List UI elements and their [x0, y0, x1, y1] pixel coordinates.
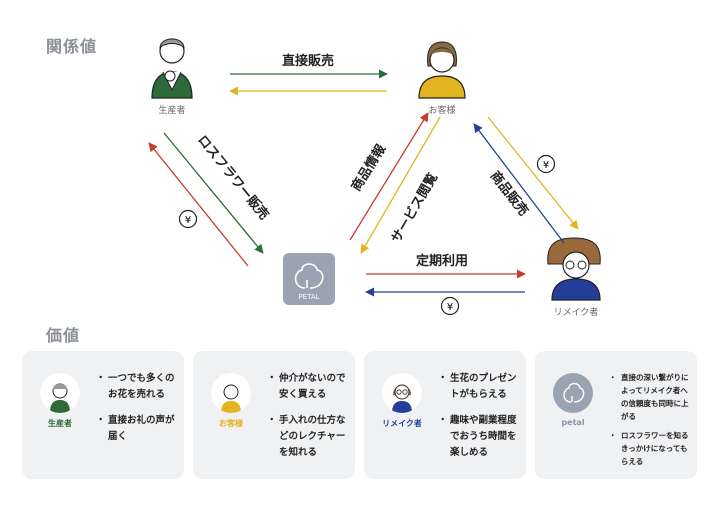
value-card-name: お客様	[193, 418, 269, 429]
remaker-avatar-small	[382, 373, 422, 413]
product-sales-arrow	[474, 124, 564, 243]
subscription-label: 定期利用	[415, 253, 468, 269]
producer-label: 生産者	[158, 104, 185, 116]
relationship-diagram: 生産者 お客様 リメイク者 PETAL 直接販売 定期利用 ロスフラワー販売 商…	[0, 0, 720, 350]
value-card-name: petal	[535, 418, 611, 427]
customer-avatar	[419, 42, 465, 98]
value-point: 一つでも多くのお花を売れる	[98, 371, 178, 403]
yen-symbol: ¥	[543, 160, 549, 171]
value-card-remaker: リメイク者 生花のプレゼントがもらえる 趣味や副業程度でおうち時間を楽しめる	[364, 351, 526, 479]
value-card-producer: 生産者 一つでも多くのお花を売れる 直接お礼の声が届く	[22, 351, 184, 479]
remaker-avatar	[548, 238, 601, 300]
value-point: 生花のプレゼントがもらえる	[440, 371, 520, 403]
value-card-customer: お客様 仲介がないので安く買える 手入れの仕方などのレクチャーを知れる	[193, 351, 355, 479]
yen-badge: ¥	[538, 156, 555, 173]
value-card-petal: petal 直接の深い繋がりによってリメイク者への信頼度も同時に上がる ロスフラ…	[535, 351, 697, 479]
value-point: 手入れの仕方などのレクチャーを知れる	[269, 413, 349, 461]
value-point: ロスフラワーを知るきっかけになってもらえる	[611, 429, 691, 468]
value-point: 趣味や副業程度でおうち時間を楽しめる	[440, 413, 520, 461]
yen-badge: ¥	[442, 298, 459, 315]
yen-symbol: ¥	[185, 215, 191, 226]
yen-badge: ¥	[180, 211, 197, 228]
value-point: 直接の深い繋がりによってリメイク者への信頼度も同時に上がる	[611, 371, 691, 423]
value-card-name: リメイク者	[364, 418, 440, 429]
remaker-label: リメイク者	[554, 307, 599, 318]
producer-avatar	[152, 39, 192, 98]
petal-label: PETAL	[298, 293, 319, 301]
customer-label: お客様	[428, 104, 455, 116]
loss-flower-payment-arrow	[149, 143, 248, 266]
producer-avatar-small	[40, 373, 80, 413]
customer-avatar-small	[211, 373, 251, 413]
service-browse-label: サービス閲覧	[388, 170, 441, 246]
loss-flower-sales-label: ロスフラワー販売	[194, 132, 272, 223]
product-sales-label: 商品販売	[487, 168, 532, 219]
value-card-name: 生産者	[22, 418, 98, 429]
direct-sales-label: 直接販売	[282, 53, 334, 69]
value-point: 仲介がないので安く買える	[269, 371, 349, 403]
petal-logo-small	[553, 373, 593, 413]
yen-symbol: ¥	[447, 302, 453, 313]
value-point: 直接お礼の声が届く	[98, 413, 178, 445]
